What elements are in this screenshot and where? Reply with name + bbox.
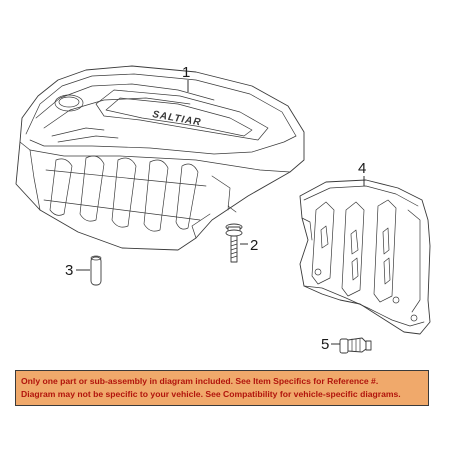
callout-2: 2 bbox=[240, 237, 258, 254]
svg-text:4: 4 bbox=[358, 160, 366, 177]
disclaimer-banner: Only one part or sub-assembly in diagram… bbox=[15, 370, 429, 406]
disclaimer-line-2: Diagram may not be specific to your vehi… bbox=[21, 389, 401, 399]
bolt bbox=[225, 223, 243, 263]
disclaimer-line-1: Only one part or sub-assembly in diagram… bbox=[21, 376, 379, 386]
svg-text:1: 1 bbox=[182, 64, 190, 81]
heat-shield bbox=[299, 179, 431, 335]
callout-5: 5 bbox=[321, 336, 340, 353]
callout-3: 3 bbox=[65, 262, 90, 279]
callout-4: 4 bbox=[358, 160, 366, 186]
svg-text:3: 3 bbox=[65, 262, 73, 279]
svg-text:2: 2 bbox=[250, 237, 258, 254]
engine-cover bbox=[15, 65, 305, 251]
callout-1: 1 bbox=[182, 64, 190, 92]
dowel-pin bbox=[90, 255, 102, 286]
stud-bolt bbox=[339, 337, 372, 354]
svg-text:5: 5 bbox=[321, 336, 329, 353]
